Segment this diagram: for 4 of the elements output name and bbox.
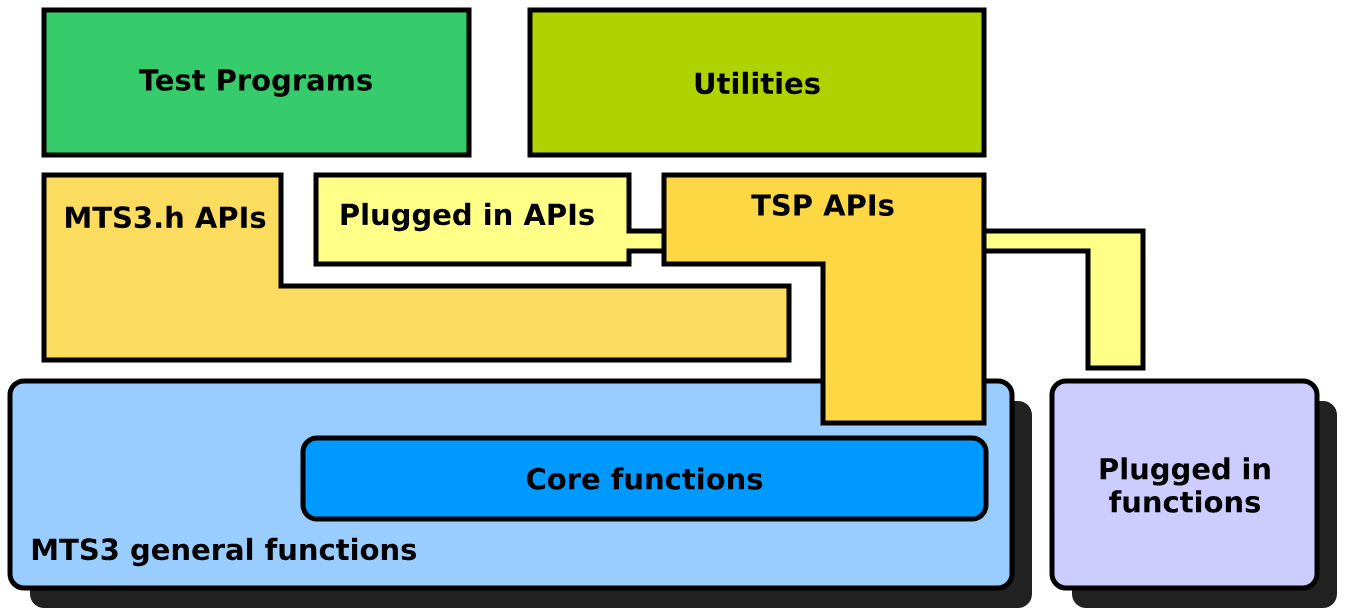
process-box: Core functions (300, 435, 989, 522)
process-box: Utilities (527, 7, 987, 158)
process-box: Plugged in functions (1049, 378, 1337, 608)
process-box: Test Programs (41, 7, 472, 158)
